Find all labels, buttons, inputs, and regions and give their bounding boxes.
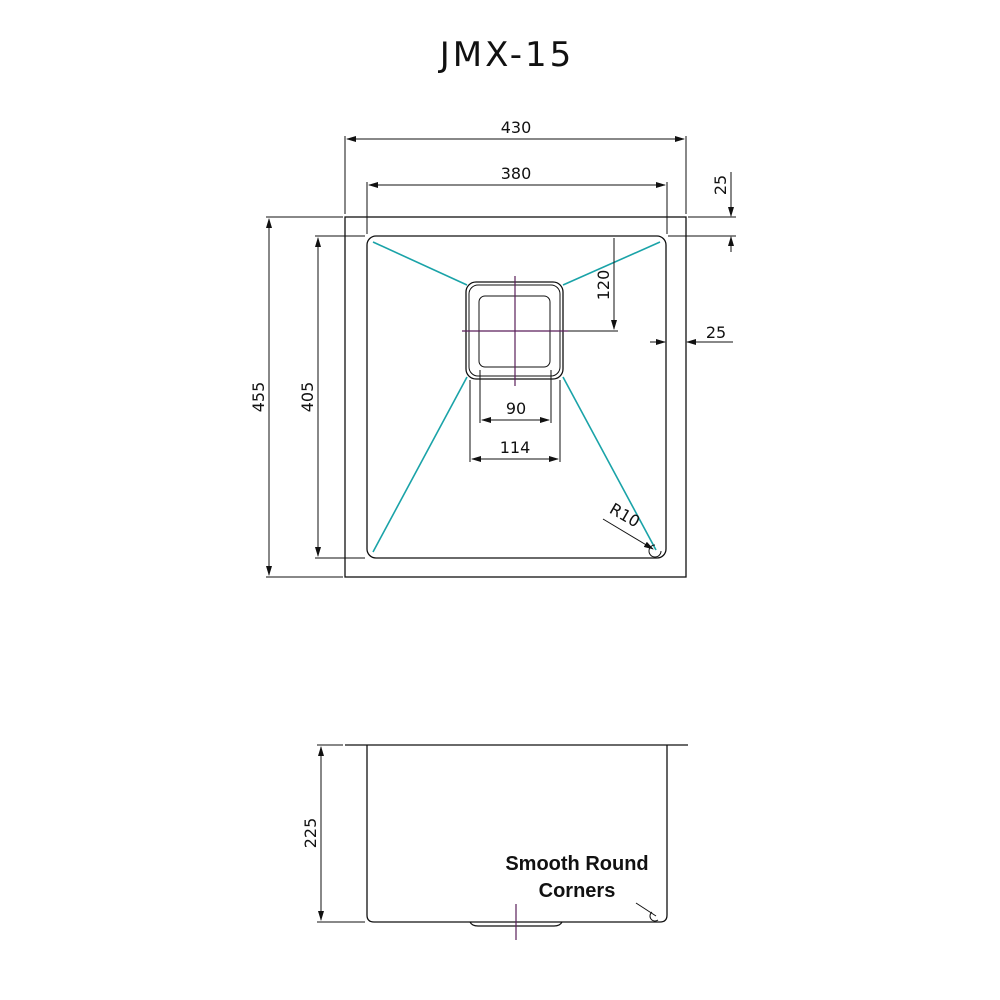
dim-corner-radius: R10 <box>606 499 643 531</box>
dim-bowl-width: 380 <box>501 164 532 183</box>
drawing-title: JMX-15 <box>438 35 575 75</box>
outer-flange-outline <box>344 216 687 578</box>
dim-drain-inner: 90 <box>506 399 526 418</box>
note-line-1: Smooth Round <box>505 853 648 875</box>
dim-flange-top: 25 <box>711 175 730 195</box>
radius-leader <box>602 518 654 550</box>
slope-line-top-right <box>562 241 661 286</box>
dim-overall-length: 455 <box>249 382 268 413</box>
dim-depth: 225 <box>301 818 320 849</box>
slope-line-bottom-left <box>372 376 468 553</box>
dim-drain-outer: 114 <box>500 438 531 457</box>
slope-line-top-left <box>372 241 468 286</box>
bowl-profile <box>366 745 668 923</box>
note-leader <box>635 902 657 917</box>
dim-overall-width: 430 <box>501 118 532 137</box>
slope-line-bottom-right <box>562 376 657 551</box>
side-view: 225 Smooth Round Corners <box>301 744 688 940</box>
dim-flange-side: 25 <box>706 323 726 342</box>
top-view: 430 380 25 25 120 90 114 455 <box>249 118 736 578</box>
dim-bowl-length: 405 <box>298 382 317 413</box>
note-line-2: Corners <box>539 880 616 902</box>
bowl-outline <box>366 235 667 559</box>
dim-drain-offset: 120 <box>594 270 613 301</box>
